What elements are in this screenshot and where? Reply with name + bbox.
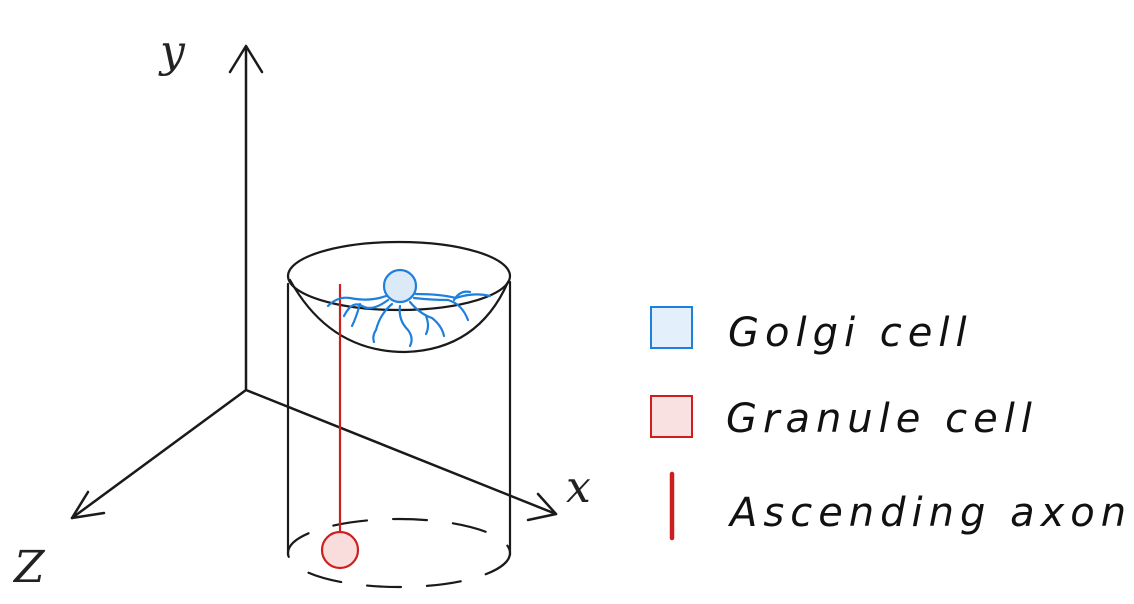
- legend-label-ascending-axon: Ascending axon: [727, 490, 1132, 536]
- x-axis-label: x: [566, 462, 591, 513]
- golgi-dendrite: [326, 294, 388, 308]
- z-axis-line: [70, 388, 248, 520]
- y-axis-label: y: [158, 26, 186, 77]
- golgi-dendrite: [408, 300, 446, 338]
- axes: [70, 44, 558, 522]
- golgi-dendrite: [342, 298, 390, 318]
- legend-item-granule-cell: Granule cell: [650, 395, 1038, 442]
- golgi-dendrite: [414, 292, 492, 300]
- legend-item-ascending-axon: Ascending axon: [669, 471, 1132, 541]
- golgi-dendrite: [452, 290, 472, 302]
- legend-label-golgi-cell: Golgi cell: [728, 310, 973, 356]
- legend-item-golgi-cell: Golgi cell: [650, 306, 973, 356]
- golgi-cell-body: [382, 268, 418, 304]
- legend-label-granule-cell: Granule cell: [726, 396, 1038, 442]
- granule-cell-body: [320, 530, 360, 570]
- cylinder-bowl: [288, 278, 510, 354]
- golgi-cell: [326, 268, 492, 348]
- golgi-dendrite: [424, 314, 430, 336]
- y-axis-arrowhead: [228, 44, 264, 74]
- z-axis-arrowhead: [70, 490, 106, 520]
- cylinder-bottom-ellipse: [286, 517, 512, 589]
- golgi-dendrite: [372, 302, 394, 344]
- z-axis-label: Z: [12, 542, 46, 593]
- x-axis-line: [244, 388, 558, 516]
- golgi-dendrite: [412, 296, 470, 322]
- golgi-dendrite: [350, 302, 362, 328]
- legend-swatch-golgi-cell: [650, 306, 693, 349]
- x-axis-arrowhead: [526, 492, 558, 522]
- golgi-dendrite: [398, 304, 413, 348]
- legend: Golgi cell Granule cell Ascending axon: [650, 306, 1132, 541]
- legend-swatch-granule-cell: [650, 395, 693, 438]
